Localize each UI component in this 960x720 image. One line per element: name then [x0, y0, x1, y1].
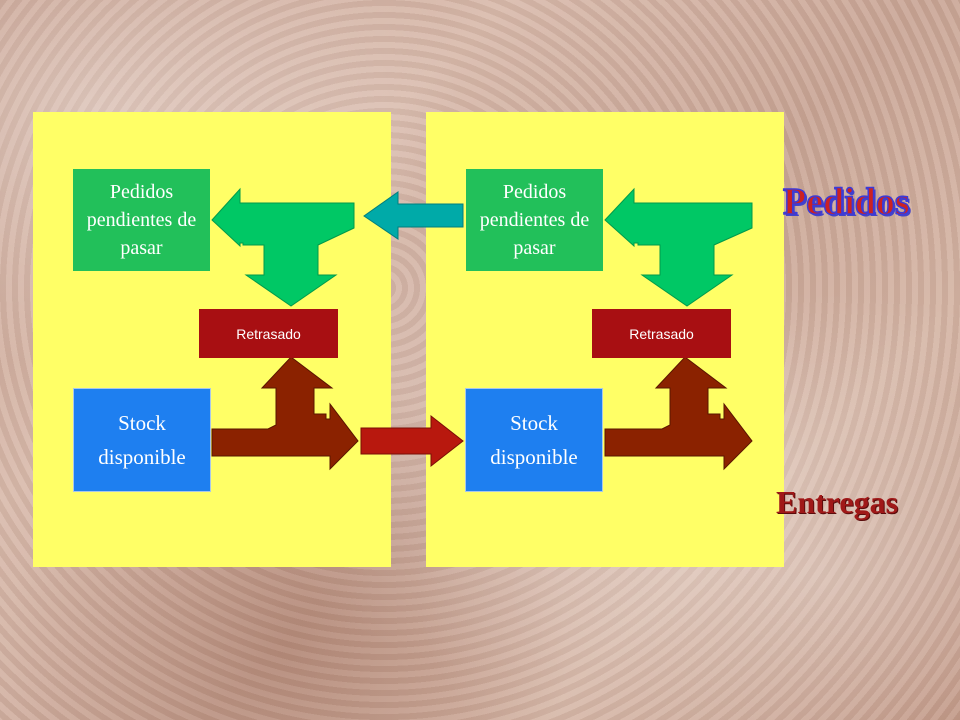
right-pending-orders-label: Pedidos pendientes de pasar [479, 181, 590, 259]
left-stock-box: Stock disponible [73, 388, 211, 492]
right-stock-box: Stock disponible [465, 388, 603, 492]
left-orders-split-arrow [211, 187, 355, 307]
right-delayed-box: Retrasado [592, 309, 731, 358]
right-stock-label: Stock disponible [490, 411, 578, 469]
left-delayed-box: Retrasado [199, 309, 338, 358]
left-stock-label: Stock disponible [98, 411, 186, 469]
left-pending-orders-label: Pedidos pendientes de pasar [86, 181, 197, 259]
right-delayed-label: Retrasado [629, 325, 694, 342]
orders-label: Pedidos [782, 180, 910, 224]
right-stock-split-arrow [604, 356, 753, 471]
left-delayed-label: Retrasado [236, 325, 301, 342]
right-pending-orders-box: Pedidos pendientes de pasar [466, 169, 603, 271]
stock-transfer-arrow [360, 414, 464, 468]
left-pending-orders-box: Pedidos pendientes de pasar [73, 169, 210, 271]
orders-transfer-arrow [363, 191, 464, 240]
deliveries-label: Entregas [776, 484, 899, 520]
left-stock-split-arrow [211, 356, 359, 471]
right-orders-split-arrow [604, 187, 753, 307]
